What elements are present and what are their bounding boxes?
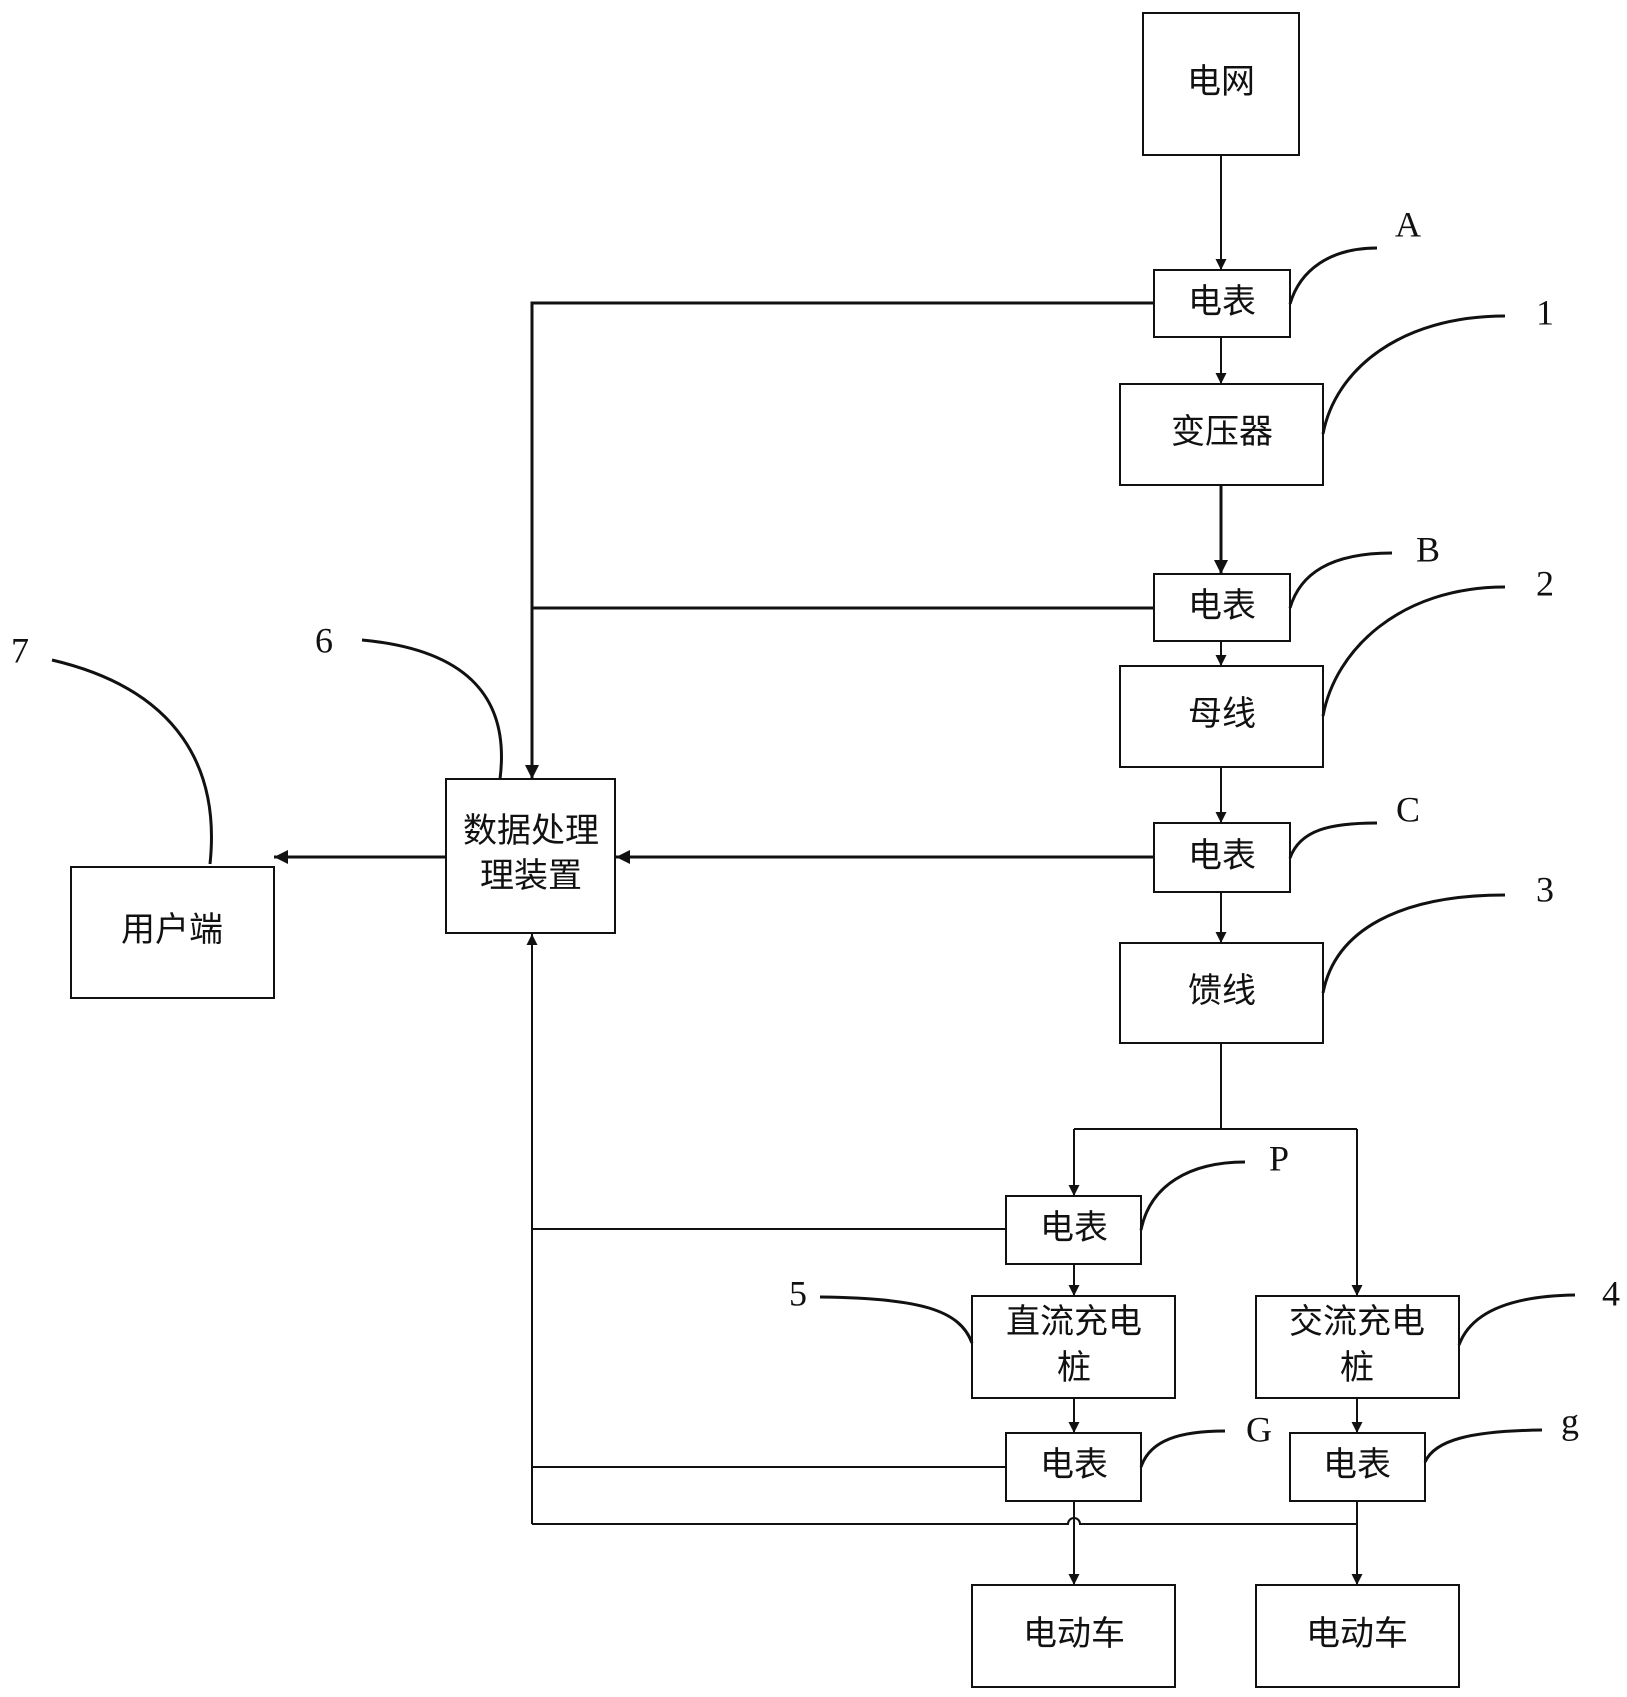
user-terminal-label: 用户端 [121, 910, 223, 950]
data-processor-label-line1: 数据处理 [463, 811, 599, 851]
ref-a: A [1395, 204, 1421, 244]
node-meter-b: 电表 [1153, 573, 1291, 642]
leader-p [1139, 1160, 1246, 1231]
ref-p: P [1269, 1138, 1289, 1178]
node-meter-p: 电表 [1005, 1195, 1142, 1265]
leader-6 [361, 638, 503, 780]
ref-5: 5 [789, 1273, 807, 1313]
transformer-label: 变压器 [1171, 412, 1273, 452]
ref-c: C [1396, 789, 1420, 829]
node-ev-left: 电动车 [971, 1584, 1176, 1688]
meter-p-label: 电表 [1040, 1208, 1108, 1248]
node-feeder: 馈线 [1119, 942, 1324, 1044]
node-data-processor: 数据处理 理装置 [445, 778, 616, 934]
ref-7: 7 [11, 630, 29, 670]
ref-1: 1 [1536, 292, 1554, 332]
node-meter-a: 电表 [1153, 269, 1291, 338]
node-dc-charger: 直流充电 桩 [971, 1295, 1176, 1399]
node-meter-c: 电表 [1153, 822, 1291, 893]
busbar-label: 母线 [1188, 694, 1256, 734]
node-busbar: 母线 [1119, 665, 1324, 768]
data-processor-label-line2: 理装置 [480, 856, 582, 896]
leader-2 [1321, 585, 1506, 717]
node-ev-right: 电动车 [1255, 1584, 1460, 1688]
meter-b-label: 电表 [1188, 586, 1256, 626]
edge-meter-g-lower-data-processor [532, 1501, 1358, 1525]
ac-charger-label-line1: 交流充电 [1289, 1302, 1425, 1342]
dc-charger-label-line2: 桩 [1057, 1348, 1091, 1388]
meter-g-lower-label: 电表 [1323, 1445, 1391, 1485]
node-transformer: 变压器 [1119, 383, 1324, 486]
ref-4: 4 [1602, 1273, 1620, 1313]
feeder-label: 馈线 [1188, 971, 1256, 1011]
edge-meter-a-data-processor [525, 301, 1154, 779]
node-user-terminal: 用户端 [70, 866, 275, 999]
leader-4 [1457, 1293, 1576, 1346]
edge-feeder-branch [1074, 1043, 1357, 1130]
node-ac-charger: 交流充电 桩 [1255, 1295, 1460, 1399]
dc-charger-label-line1: 直流充电 [1006, 1302, 1142, 1342]
ref-g-lower: g [1561, 1401, 1579, 1441]
leader-3 [1321, 893, 1506, 994]
ev-left-label: 电动车 [1023, 1614, 1125, 1654]
ev-right-label: 电动车 [1306, 1614, 1408, 1654]
meter-c-label: 电表 [1188, 836, 1256, 876]
leader-c [1288, 821, 1378, 859]
meter-a-label: 电表 [1188, 282, 1256, 322]
node-meter-g-lower: 电表 [1289, 1432, 1426, 1502]
ref-2: 2 [1536, 563, 1554, 603]
leader-g-upper [1139, 1429, 1226, 1468]
ref-6: 6 [315, 620, 333, 660]
node-meter-g-upper: 电表 [1005, 1432, 1142, 1502]
leader-a [1288, 246, 1378, 305]
leader-1 [1321, 314, 1506, 435]
leader-g-lower [1423, 1428, 1543, 1463]
node-grid: 电网 [1142, 12, 1300, 156]
leader-b [1288, 551, 1393, 609]
leader-5 [819, 1295, 974, 1344]
meter-g-upper-label: 电表 [1040, 1445, 1108, 1485]
ac-charger-label-line2: 桩 [1340, 1348, 1374, 1388]
ref-g-upper: G [1246, 1409, 1272, 1449]
leader-7 [51, 658, 213, 865]
grid-label: 电网 [1187, 62, 1255, 102]
ref-3: 3 [1536, 869, 1554, 909]
ref-b: B [1416, 529, 1440, 569]
